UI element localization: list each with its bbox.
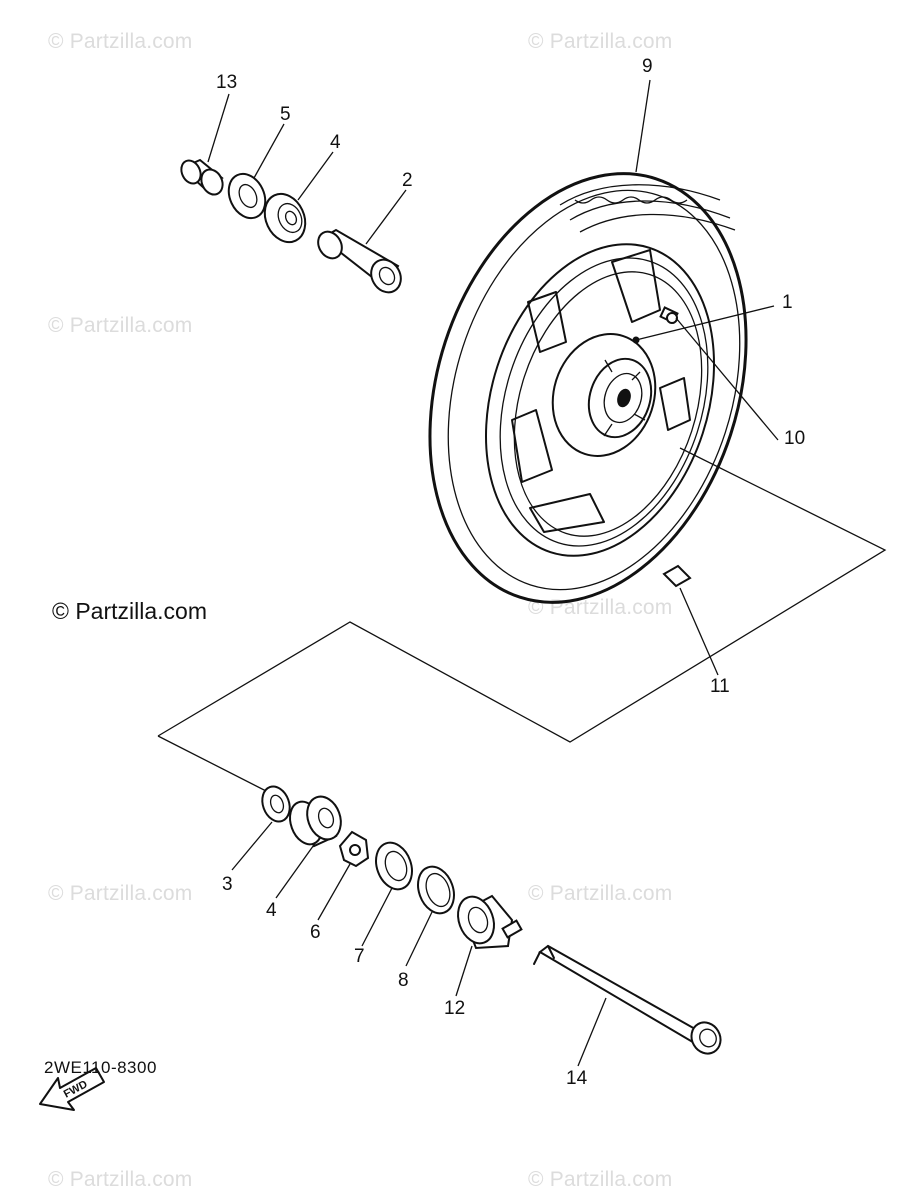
watermark-low-right: © Partzilla.com (528, 882, 673, 905)
leader-lines (207, 79, 779, 1067)
callout-1[interactable]: 1 (782, 292, 793, 313)
watermark-bottom-left: © Partzilla.com (48, 1168, 193, 1191)
balance-weight-part-11[interactable] (662, 564, 692, 588)
cast-wheel-with-tire-part-9[interactable] (377, 132, 798, 643)
callout-14[interactable]: 14 (566, 1068, 588, 1089)
callout-4-lower[interactable]: 4 (266, 900, 277, 921)
collar-part-13[interactable] (178, 157, 227, 198)
callout-10[interactable]: 10 (784, 428, 806, 449)
callout-11[interactable]: 11 (710, 676, 730, 697)
callout-2[interactable]: 2 (402, 170, 413, 191)
callout-6[interactable]: 6 (310, 922, 321, 943)
callout-3[interactable]: 3 (222, 874, 233, 895)
watermark-low-left: © Partzilla.com (48, 882, 193, 905)
valve-part-10[interactable] (659, 306, 679, 324)
watermark-main: © Partzilla.com (52, 598, 207, 624)
watermark-top-left: © Partzilla.com (48, 30, 193, 53)
wheel-axle-part-14[interactable] (533, 944, 726, 1059)
retainer-part-6[interactable] (338, 830, 370, 868)
bearing-part-4-lower[interactable] (284, 792, 346, 849)
oil-seal-part-7[interactable] (370, 838, 418, 895)
assembly-outline (157, 447, 887, 794)
watermark-top-right: © Partzilla.com (528, 30, 673, 53)
seal-part-5[interactable] (222, 168, 272, 224)
callout-13[interactable]: 13 (216, 72, 238, 93)
collar-part-8[interactable] (412, 862, 460, 919)
callout-8[interactable]: 8 (398, 970, 409, 991)
meter-gear-unit-part-12[interactable] (452, 892, 523, 950)
watermark-bottom-right: © Partzilla.com (528, 1168, 673, 1191)
callout-4-upper[interactable]: 4 (330, 132, 341, 153)
callout-9[interactable]: 9 (642, 56, 653, 77)
diagram-code: 2WE110-8300 (44, 1058, 157, 1077)
spacer-part-2[interactable] (313, 227, 406, 297)
bearing-part-4-upper[interactable] (257, 187, 313, 248)
watermark-mid-left: © Partzilla.com (48, 314, 193, 337)
callout-5[interactable]: 5 (280, 104, 291, 125)
callout-7[interactable]: 7 (354, 946, 365, 967)
callout-12[interactable]: 12 (444, 998, 466, 1019)
collar-part-3[interactable] (258, 783, 295, 826)
